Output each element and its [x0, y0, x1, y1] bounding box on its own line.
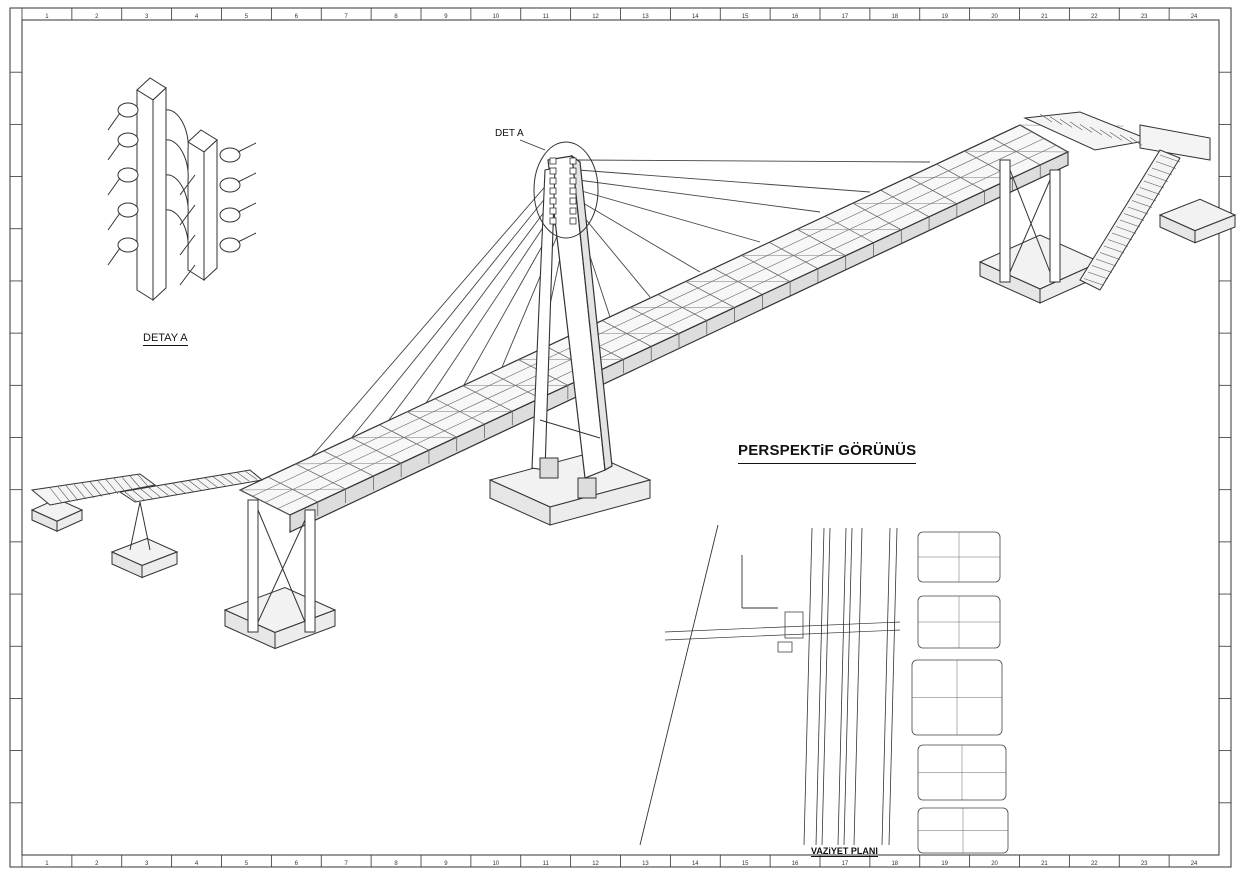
column-number: 22 — [1091, 14, 1098, 20]
column-number: 4 — [195, 14, 199, 20]
column-number: 17 — [842, 14, 849, 20]
column-number: 7 — [345, 14, 349, 20]
detail-title: DETAY A — [143, 332, 188, 346]
column-number: 13 — [642, 14, 649, 20]
column-number: 14 — [692, 861, 699, 867]
column-number: 6 — [295, 14, 299, 20]
column-number: 11 — [543, 14, 550, 20]
column-number: 21 — [1041, 14, 1048, 20]
column-number: 20 — [991, 14, 998, 20]
column-number: 9 — [444, 14, 448, 20]
detail-a-drawing — [108, 78, 256, 300]
bridge-piers — [248, 160, 1060, 632]
column-number: 5 — [245, 861, 249, 867]
site-plan — [640, 525, 1008, 853]
column-number: 10 — [492, 14, 499, 20]
column-number: 22 — [1091, 861, 1098, 867]
column-number: 7 — [345, 861, 349, 867]
column-number: 8 — [394, 861, 398, 867]
column-number: 18 — [891, 861, 898, 867]
column-number: 12 — [592, 861, 599, 867]
column-number: 15 — [742, 861, 749, 867]
drawing-title: PERSPEKTiF GÖRÜNÜS — [738, 442, 916, 464]
column-number: 3 — [145, 14, 149, 20]
column-number: 9 — [444, 861, 448, 867]
column-number: 12 — [592, 14, 599, 20]
column-number: 15 — [742, 14, 749, 20]
bridge-deck — [240, 125, 1124, 532]
column-number: 6 — [295, 861, 299, 867]
column-number: 20 — [991, 861, 998, 867]
column-number: 19 — [941, 861, 948, 867]
column-number: 16 — [792, 14, 799, 20]
column-number: 23 — [1141, 14, 1148, 20]
column-number: 10 — [492, 861, 499, 867]
column-number: 1 — [45, 861, 49, 867]
column-number: 11 — [543, 861, 550, 867]
column-number: 2 — [95, 14, 99, 20]
detail-callout-label: DET A — [495, 128, 524, 139]
column-number: 21 — [1041, 861, 1048, 867]
column-number: 13 — [642, 861, 649, 867]
site-plan-title: VAZiYET PLANI — [811, 846, 878, 857]
column-number: 1 — [45, 14, 49, 20]
column-number: 14 — [692, 14, 699, 20]
column-number: 24 — [1191, 14, 1198, 20]
column-number: 8 — [394, 14, 398, 20]
column-number: 18 — [891, 14, 898, 20]
column-number: 16 — [792, 861, 799, 867]
column-number: 19 — [941, 14, 948, 20]
column-number: 23 — [1141, 861, 1148, 867]
column-number: 2 — [95, 861, 99, 867]
column-number: 4 — [195, 861, 199, 867]
column-number: 3 — [145, 861, 149, 867]
column-number: 5 — [245, 14, 249, 20]
column-number: 17 — [842, 861, 849, 867]
column-number: 24 — [1191, 861, 1198, 867]
